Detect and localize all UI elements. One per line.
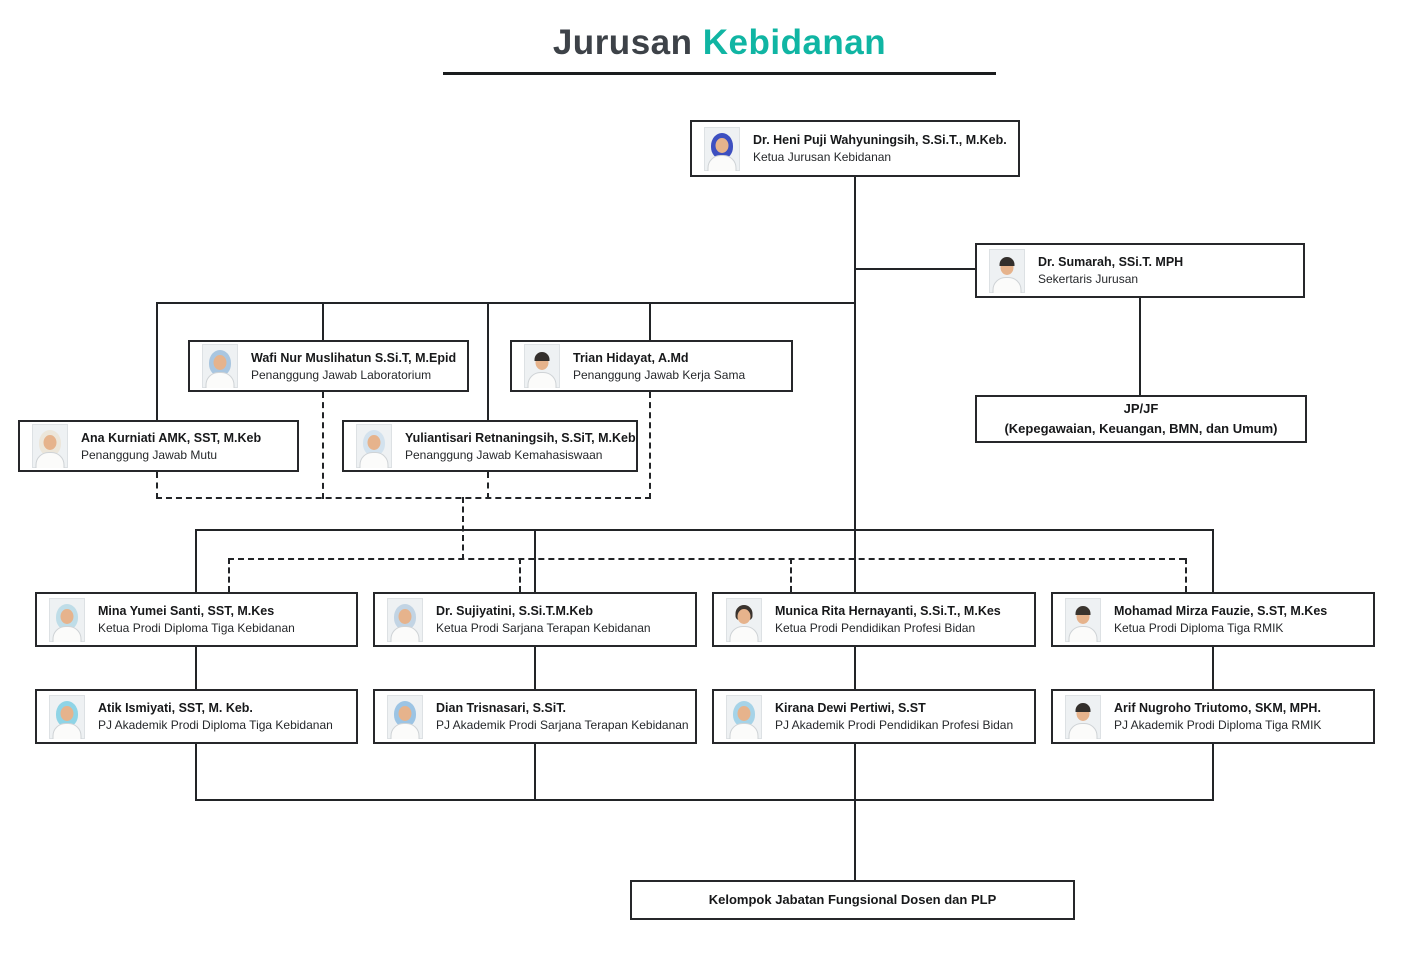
org-node-pj-laboratorium: Wafi Nur Muslihatun S.Si.T, M.Epid Penan…: [188, 340, 469, 392]
org-node-jpjf: JP/JF (Kepegawaian, Keuangan, BMN, dan U…: [975, 395, 1307, 443]
connector-to-sekertaris: [855, 268, 976, 270]
org-node-kaprodi-d3-kebidanan: Mina Yumei Santi, SST, M.Kes Ketua Prodi…: [35, 592, 358, 647]
org-node-kaprodi-profesi-bidan: Munica Rita Hernayanti, S.Si.T., M.Kes K…: [712, 592, 1036, 647]
person-name: Dr. Sumarah, SSi.T. MPH: [1038, 255, 1184, 269]
person-role: Sekertaris Jurusan: [1038, 272, 1139, 286]
org-node-pj-akademik-d3-rmik: Arif Nugroho Triutomo, SKM, MPH. PJ Akad…: [1051, 689, 1375, 744]
person-role: PJ Akademik Prodi Pendidikan Profesi Bid…: [775, 718, 1014, 732]
org-node-pj-kemahasiswaan: Yuliantisari Retnaningsih, S.SiT, M.Keb …: [342, 420, 638, 472]
page-title: Jurusan Kebidanan: [443, 22, 996, 75]
portrait-photo: [202, 344, 238, 388]
dashed-feed-down: [462, 497, 464, 560]
person-role: PJ Akademik Prodi Diploma Tiga RMIK: [1114, 718, 1322, 732]
connector-bottom-row: [196, 799, 1214, 801]
person-role: Ketua Prodi Pendidikan Profesi Bidan: [775, 621, 976, 635]
person-role: Ketua Prodi Sarjana Terapan Kebidanan: [436, 621, 651, 635]
portrait-photo: [726, 597, 762, 642]
portrait-photo: [726, 694, 762, 739]
title-part-kebidanan: Kebidanan: [702, 23, 887, 62]
portrait-photo: [704, 126, 740, 171]
org-node-pj-akademik-profesi-bidan: Kirana Dewi Pertiwi, S.ST PJ Akademik Pr…: [712, 689, 1036, 744]
connector-prodi-row: [196, 529, 1214, 531]
connector-col2: [534, 529, 536, 801]
connector-pj-row: [157, 302, 856, 304]
connector-drop-laboratorium: [322, 302, 324, 340]
jpjf-title: JP/JF: [1123, 400, 1159, 416]
dashed-stub-col2: [519, 558, 521, 592]
person-role: Penanggung Jawab Mutu: [81, 447, 218, 462]
dashed-drop-kerjasama: [649, 392, 651, 499]
portrait-photo: [387, 694, 423, 739]
person-name: Dian Trisnasari, S.SiT.: [436, 701, 566, 715]
connector-drop-kerjasama: [649, 302, 651, 340]
portrait-photo: [49, 694, 85, 739]
person-name: Dr. Heni Puji Wahyuningsih, S.Si.T., M.K…: [753, 133, 1007, 147]
portrait-photo: [49, 597, 85, 642]
org-node-kaprodi-sarjana-terapan: Dr. Sujiyatini, S.Si.T.M.Keb Ketua Prodi…: [373, 592, 697, 647]
dashed-stub-col1: [228, 558, 230, 592]
org-node-sekertaris: Dr. Sumarah, SSi.T. MPH Sekertaris Jurus…: [975, 243, 1305, 298]
person-name: Yuliantisari Retnaningsih, S.SiT, M.Keb: [405, 430, 636, 445]
connector-col4: [1212, 529, 1214, 801]
person-name: Dr. Sujiyatini, S.Si.T.M.Keb: [436, 604, 593, 618]
person-name: Munica Rita Hernayanti, S.Si.T., M.Kes: [775, 604, 1001, 618]
person-name: Wafi Nur Muslihatun S.Si.T, M.Epid: [251, 350, 457, 365]
connector-main-spine: [854, 177, 856, 880]
person-name: Kirana Dewi Pertiwi, S.ST: [775, 701, 926, 715]
org-node-kelompok-jf: Kelompok Jabatan Fungsional Dosen dan PL…: [630, 880, 1075, 920]
org-node-pj-mutu: Ana Kurniati AMK, SST, M.Keb Penanggung …: [18, 420, 299, 472]
person-name: Mohamad Mirza Fauzie, S.ST, M.Kes: [1114, 604, 1328, 618]
person-role: Penanggung Jawab Laboratorium: [251, 367, 432, 382]
dashed-prodi-bus: [228, 558, 1185, 560]
person-role: Ketua Prodi Diploma Tiga Kebidanan: [98, 621, 295, 635]
connector-sekertaris-jpjf: [1139, 298, 1141, 395]
person-name: Mina Yumei Santi, SST, M.Kes: [98, 604, 275, 618]
person-name: Atik Ismiyati, SST, M. Keb.: [98, 701, 253, 715]
org-node-pj-kerjasama: Trian Hidayat, A.Md Penanggung Jawab Ker…: [510, 340, 793, 392]
portrait-photo: [1065, 597, 1101, 642]
portrait-photo: [32, 424, 68, 468]
dashed-drop-kemahasiswaan: [487, 472, 489, 499]
person-role: Penanggung Jawab Kemahasiswaan: [405, 447, 603, 462]
person-role: Ketua Prodi Diploma Tiga RMIK: [1114, 621, 1284, 635]
dashed-stub-col4: [1185, 558, 1187, 592]
connector-col1: [195, 529, 197, 801]
portrait-photo: [989, 248, 1025, 293]
portrait-photo: [524, 344, 560, 388]
person-name: Trian Hidayat, A.Md: [573, 350, 689, 365]
person-name: Ana Kurniati AMK, SST, M.Keb: [81, 430, 262, 445]
org-node-pj-akademik-sarjana-terapan: Dian Trisnasari, S.SiT. PJ Akademik Prod…: [373, 689, 697, 744]
dashed-stub-col3: [790, 558, 792, 592]
dashed-pj-bus: [156, 497, 651, 499]
dashed-drop-mutu: [156, 472, 158, 499]
portrait-photo: [1065, 694, 1101, 739]
person-role: PJ Akademik Prodi Sarjana Terapan Kebida…: [436, 718, 689, 732]
title-underline: [443, 72, 996, 75]
jpjf-subtitle: (Kepegawaian, Keuangan, BMN, dan Umum): [1004, 421, 1278, 436]
connector-drop-kemahasiswaan: [487, 302, 489, 420]
portrait-photo: [387, 597, 423, 642]
dashed-drop-laboratorium: [322, 392, 324, 499]
org-node-ketua-jurusan: Dr. Heni Puji Wahyuningsih, S.Si.T., M.K…: [690, 120, 1020, 177]
person-role: PJ Akademik Prodi Diploma Tiga Kebidanan: [98, 718, 333, 732]
person-role: Ketua Jurusan Kebidanan: [753, 150, 892, 164]
org-node-kaprodi-d3-rmik: Mohamad Mirza Fauzie, S.ST, M.Kes Ketua …: [1051, 592, 1375, 647]
kelompok-jf-label: Kelompok Jabatan Fungsional Dosen dan PL…: [708, 891, 997, 907]
connector-drop-mutu: [156, 302, 158, 420]
person-role: Penanggung Jawab Kerja Sama: [573, 367, 746, 382]
portrait-photo: [356, 424, 392, 468]
org-node-pj-akademik-d3-kebidanan: Atik Ismiyati, SST, M. Keb. PJ Akademik …: [35, 689, 358, 744]
person-name: Arif Nugroho Triutomo, SKM, MPH.: [1114, 701, 1321, 715]
title-part-jurusan: Jurusan: [552, 23, 693, 62]
